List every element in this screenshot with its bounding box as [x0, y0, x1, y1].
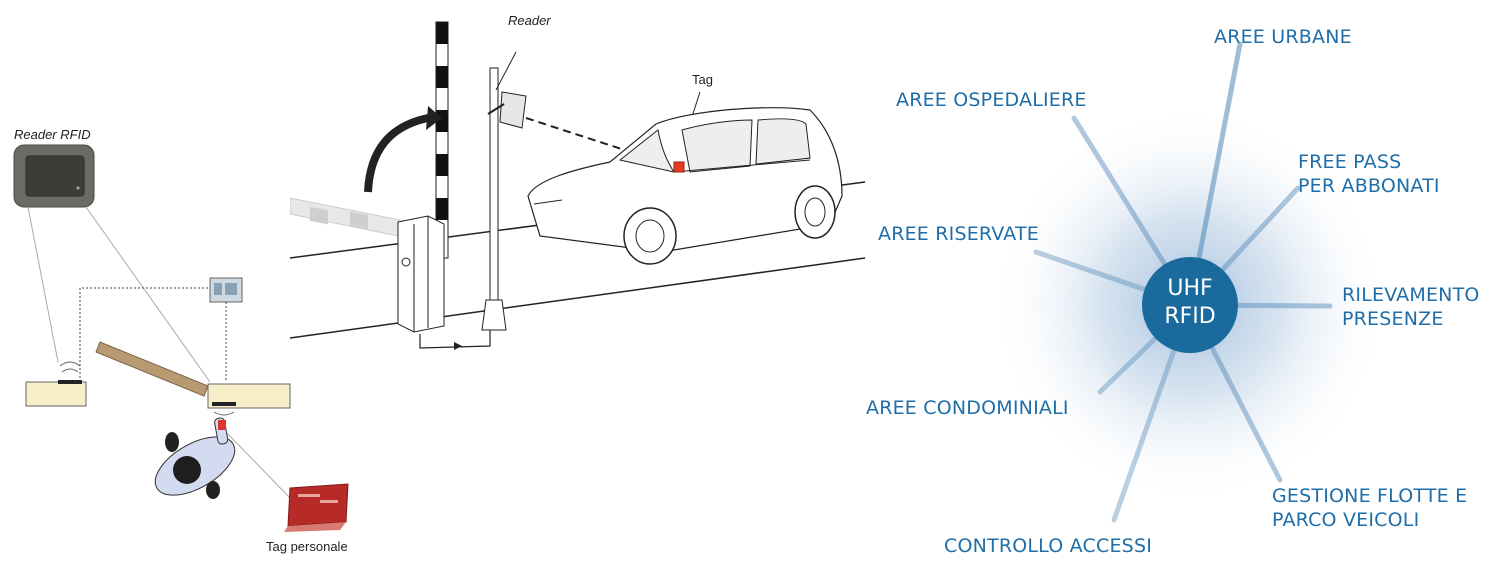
- tag-personale-label: Tag personale: [266, 539, 348, 554]
- person-top-view: [154, 417, 236, 499]
- app-controllo-accessi: CONTROLLO ACCESSI: [944, 535, 1153, 557]
- vehicle-tag: [673, 161, 685, 173]
- app-aree-ospedaliere: AREE OSPEDALIERE: [896, 89, 1087, 111]
- vehicle-access-drawing: [290, 21, 866, 350]
- vehicle-access-illustration: Reader Tag: [290, 0, 870, 360]
- hub-label-line2: RFID: [1164, 304, 1216, 329]
- barrier-arm: [95, 341, 209, 397]
- barrier-cabinet: [397, 215, 445, 333]
- pedestrian-access-illustration: Reader RFID Tag personale: [0, 0, 370, 576]
- pedestrian-access-drawing: [13, 144, 349, 532]
- app-rilevamento-line1: RILEVAMENTO: [1342, 284, 1480, 306]
- app-free-pass-line2: PER ABBONATI: [1298, 175, 1440, 197]
- app-rilevamento-line2: PRESENZE: [1342, 308, 1444, 330]
- app-gestione-flotte: GESTIONE FLOTTE E PARCO VEICOLI: [1272, 484, 1467, 532]
- app-aree-riservate: AREE RISERVATE: [878, 223, 1039, 245]
- barrier-pole-raised: [435, 21, 449, 259]
- app-rilevamento-presenze: RILEVAMENTO PRESENZE: [1342, 283, 1480, 331]
- hub-label: UHF RFID: [1150, 275, 1230, 331]
- app-aree-condominiali: AREE CONDOMINIALI: [866, 397, 1069, 419]
- app-free-pass-line1: FREE PASS: [1298, 151, 1402, 173]
- tag-label: Tag: [692, 72, 713, 87]
- app-gestione-line1: GESTIONE FLOTTE E: [1272, 485, 1468, 507]
- hub-label-line1: UHF: [1167, 276, 1213, 301]
- car: [527, 107, 843, 265]
- app-aree-urbane: AREE URBANE: [1214, 26, 1352, 48]
- gate-post-left: [25, 381, 87, 407]
- radial-diagram-graphic: [990, 41, 1390, 523]
- reader-label: Reader: [508, 13, 551, 28]
- app-free-pass: FREE PASS PER ABBONATI: [1298, 150, 1440, 198]
- personal-tag-card: [284, 483, 349, 532]
- rotation-arrow: [426, 106, 442, 130]
- app-gestione-line2: PARCO VEICOLI: [1272, 509, 1420, 531]
- barrier-pole-lowered-ghost: [290, 197, 401, 237]
- uhf-rfid-applications-diagram: UHF RFID AREE URBANE AREE OSPEDALIERE FR…: [860, 0, 1500, 576]
- reader-rfid-label: Reader RFID: [14, 127, 91, 142]
- reader-pole: [481, 51, 527, 331]
- uhf-rfid-hub: [1142, 257, 1238, 353]
